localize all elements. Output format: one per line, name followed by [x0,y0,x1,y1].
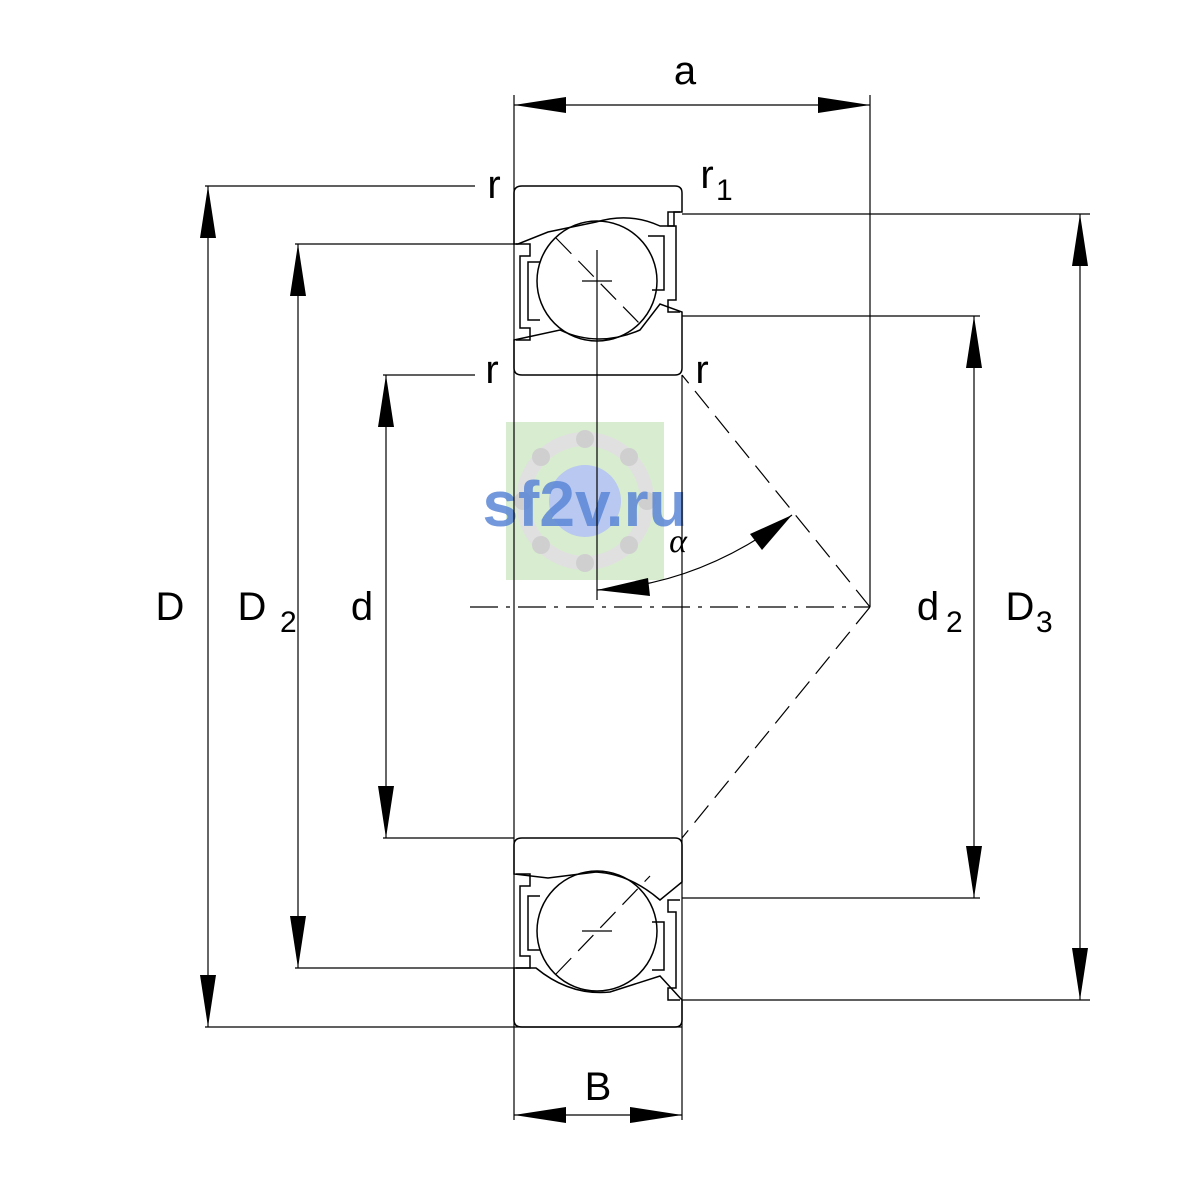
label-d2-sub: 2 [946,606,963,639]
dimension-labels: a B D D 2 d d 2 D 3 r r 1 r r α [156,49,1053,1109]
inner-ring-top [513,303,683,376]
watermark-text: sf2v.ru [482,468,687,540]
seal-right-bottom [667,899,680,1001]
contact-angle-line-upper [681,374,871,608]
bearing-section-top [513,185,683,376]
dimension-a [514,97,870,113]
centerlines [470,250,871,839]
dimension-d2 [966,316,982,898]
label-B: B [585,1065,612,1109]
label-alpha: α [669,523,688,560]
cage-left-bottom [527,895,540,951]
label-D2-sub: 2 [280,606,297,639]
seal-left-top [516,243,531,341]
cage-right-bottom [652,921,665,971]
outer-ring-bottom [513,967,683,1028]
label-r-mid-right: r [695,348,708,392]
label-r1-sub: 1 [716,174,733,207]
contact-angle-line-lower [681,606,871,839]
outer-ring-top [513,185,683,245]
label-d2: d [917,585,939,629]
extension-lines [205,95,1090,1120]
dimension-d [378,375,394,838]
angle-alpha-arc [596,514,793,596]
dimension-D [200,186,216,1027]
dimension-D2 [290,244,306,968]
label-D: D [156,585,185,629]
label-D3: D [1006,585,1035,629]
label-r1: r [700,153,713,197]
cage-right-top [648,235,665,291]
dimension-B [514,1107,682,1123]
label-r-mid-left: r [485,348,498,392]
label-D2: D [238,585,267,629]
ball-bottom [536,870,658,992]
contact-line-top [555,237,641,325]
watermark-logo: sf2v.ru [482,422,688,580]
label-r-top-left: r [487,163,500,207]
inner-ring-bottom [513,837,683,901]
dimension-D3 [1072,214,1088,1000]
label-D3-sub: 3 [1036,606,1053,639]
contact-line-bottom [555,875,651,975]
label-d: d [351,585,373,629]
watermark-balls [514,430,656,572]
watermark-bearing-core [549,465,621,537]
seal-right-top [667,211,680,313]
label-a: a [674,49,697,93]
cage-left-top [527,261,540,321]
seal-left-bottom [516,873,531,969]
bearing-section-bottom [513,837,683,1028]
